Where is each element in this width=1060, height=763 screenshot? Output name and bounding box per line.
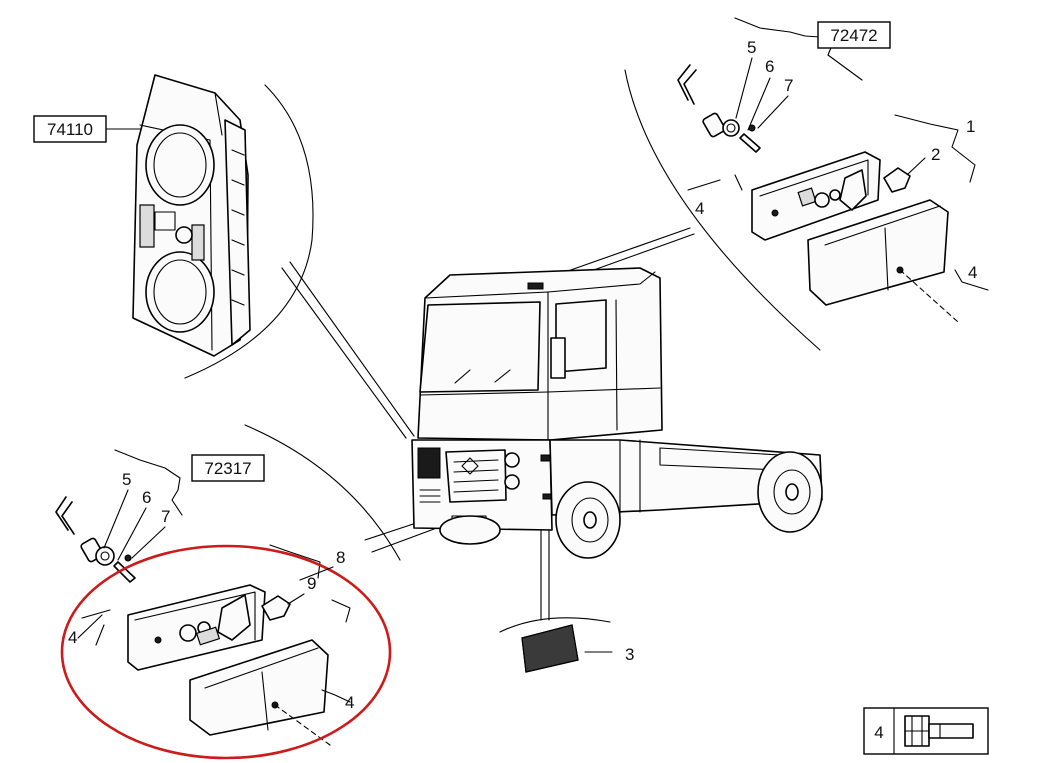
callout-2: 2 [931,145,940,164]
reference-box-upper-kit: 72472 [817,21,891,49]
callout-5-upper: 5 [747,38,756,57]
callout-9: 9 [307,574,316,593]
callout-4-lower-right: 4 [345,693,354,712]
callout-4-lower-left: 4 [68,628,77,647]
detail-arc-right [624,69,821,351]
callout-7-lower: 7 [161,507,170,526]
legend-number: 4 [874,723,883,742]
reference-label-74110: 74110 [47,120,93,139]
callout-1: 1 [966,117,975,136]
detail-arc-left [184,84,314,379]
reference-box-lower-kit: 72317 [191,454,265,482]
detail-arc-bottom [499,617,611,633]
callout-4-upper-right: 4 [968,263,977,282]
callout-6-lower: 6 [142,488,151,507]
reference-box-lamp-housing: 74110 [33,115,141,143]
reference-label-72472: 72472 [830,26,877,45]
lower-marker-lamp [55,449,351,746]
callout-7-upper: 7 [784,76,793,95]
lamp-housing [132,74,251,357]
callouts: 1 2 3 4 4 4 4 5 5 6 6 7 7 8 9 [68,38,977,712]
legend-box: 4 [863,707,989,755]
callout-6-upper: 6 [765,57,774,76]
callout-5-lower: 5 [122,470,131,489]
callout-leaders [77,57,926,639]
callout-4-upper-left: 4 [695,199,704,218]
highlight-ring [60,544,392,760]
detail-arc-lower-left [244,424,401,561]
reference-label-72317: 72317 [204,459,251,478]
truck [411,267,823,559]
reflector [521,624,613,673]
callout-8: 8 [336,548,345,567]
bolt-icon [904,715,974,747]
upper-marker-lamp [677,17,989,323]
callout-3: 3 [625,645,634,664]
